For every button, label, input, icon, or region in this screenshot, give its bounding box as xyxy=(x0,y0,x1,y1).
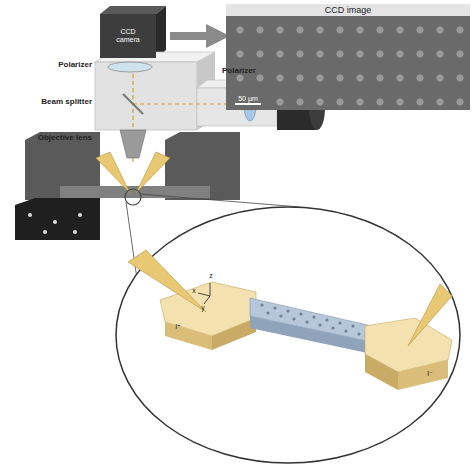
beam-splitter xyxy=(123,94,143,114)
axis-label: y xyxy=(199,304,207,312)
probe-tip xyxy=(128,250,206,312)
ccd-image: 50 μm xyxy=(226,16,470,110)
scale-bar: 50 μm xyxy=(232,94,264,106)
axis-y xyxy=(204,296,210,304)
part-label: Polarizer xyxy=(10,61,92,70)
ccd-image-panel: CCD image 50 μm xyxy=(226,4,470,110)
part-label: Beam splitter xyxy=(10,98,92,107)
housing-front xyxy=(95,62,197,130)
stage-plate xyxy=(60,186,210,198)
polarizer-disc xyxy=(108,62,152,72)
camera-side xyxy=(156,6,166,58)
axis-label: x xyxy=(190,287,198,295)
part-label: Polarizer xyxy=(222,67,282,76)
probe-tip xyxy=(136,152,170,193)
view-arrow xyxy=(170,32,210,40)
terminal-label: I⁺ xyxy=(172,323,184,331)
electrode-pad xyxy=(398,360,448,390)
axis-label: z xyxy=(206,272,216,280)
electrode-pad xyxy=(365,354,398,390)
scale-label: 50 μm xyxy=(235,95,261,102)
probe-tip xyxy=(408,284,452,346)
xy-stage xyxy=(15,198,100,240)
scale-line xyxy=(235,103,261,105)
zoom-circle xyxy=(125,189,141,205)
terminal-label: I⁻ xyxy=(424,370,436,378)
electrode-pad xyxy=(165,322,212,350)
part-label: Objective lens xyxy=(10,134,92,143)
axis-z xyxy=(210,283,211,296)
axis-x xyxy=(198,293,210,296)
sample-bar xyxy=(250,316,372,354)
objective-lens xyxy=(120,130,146,158)
camera-top xyxy=(100,6,166,14)
zoom-line xyxy=(140,194,300,207)
zoom-ellipse xyxy=(116,207,460,463)
panel-title: CCD image xyxy=(226,4,470,16)
probe-tip xyxy=(96,152,130,193)
electrode-pad xyxy=(212,318,256,350)
camera-box: CCD camera xyxy=(100,14,156,58)
camera-label: CCD camera xyxy=(108,28,148,43)
beam-path xyxy=(133,103,277,104)
